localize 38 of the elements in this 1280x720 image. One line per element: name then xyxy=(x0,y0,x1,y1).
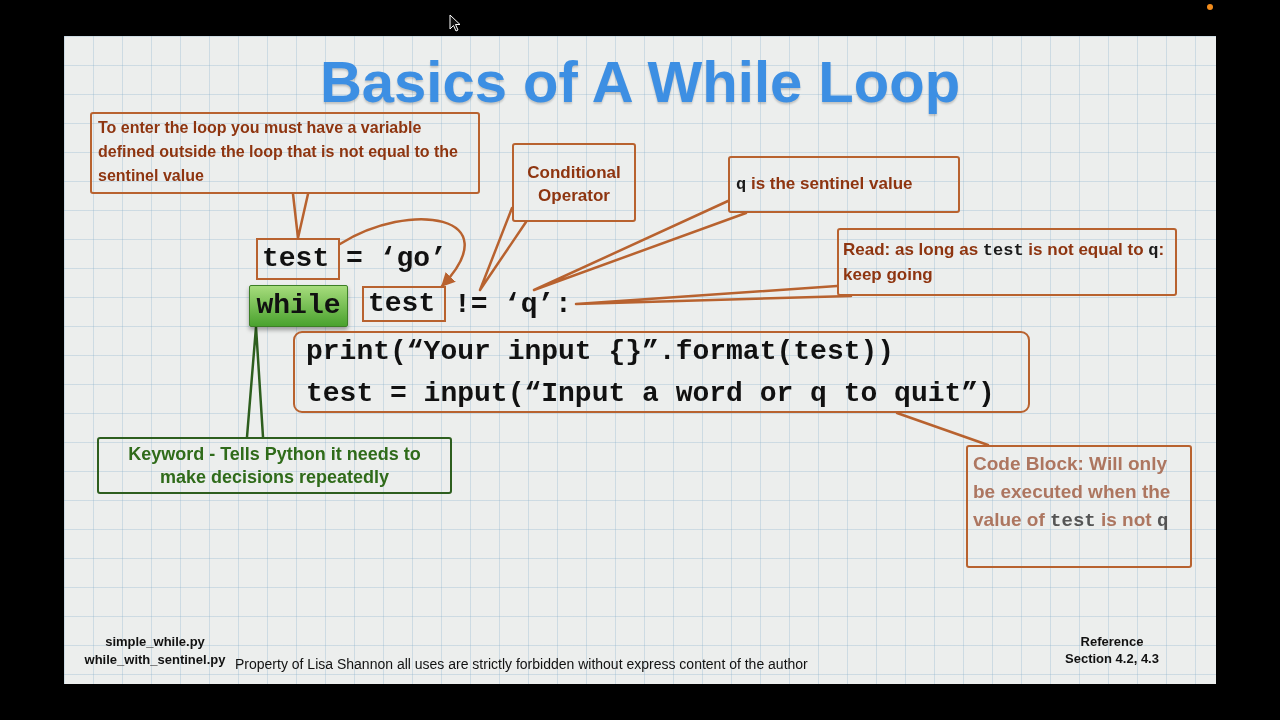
callout-box xyxy=(728,156,960,213)
callout-box xyxy=(512,143,636,222)
callout-text: To enter the loop you must have a variable defined outside the loop that is not equal to the sentinel value xyxy=(98,118,459,186)
variable-highlight-box xyxy=(362,286,446,322)
reference-note: Reference xyxy=(1080,634,1144,650)
curved-arrow xyxy=(338,218,466,288)
callout-text: Read: as long as test is not equal to q: keep going xyxy=(843,239,1166,286)
callout-pointer xyxy=(532,199,748,292)
leader-line xyxy=(895,411,990,447)
callout-text: q is the sentinel value xyxy=(736,173,914,196)
file-name: simple_while.py xyxy=(105,634,205,650)
code-line: print(“Your input {}”.format(test)) xyxy=(306,337,895,367)
callout-pointer xyxy=(245,325,265,439)
code-string: ‘q’ xyxy=(504,290,555,320)
callout-pointer xyxy=(478,206,528,292)
callout-box xyxy=(90,112,480,194)
slide-title: Basics of A While Loop xyxy=(319,48,961,116)
keyword-highlight xyxy=(249,285,348,327)
code-keyword: while xyxy=(256,291,341,321)
reference-note: Section 4.2, 4.3 xyxy=(1065,651,1159,667)
file-name: while_with_sentinel.py xyxy=(84,652,226,668)
code-block-box xyxy=(293,331,1030,413)
code-text: = ‘go’ xyxy=(346,243,447,275)
code-line: test = input(“Input a word or q to quit”) xyxy=(306,379,995,409)
code-variable: test xyxy=(368,289,436,319)
copyright-note: Property of Lisa Shannon all uses are strictly forbidden without express content of the author xyxy=(235,656,808,673)
callout-text: Conditional Operator xyxy=(526,162,622,207)
code-operator: != xyxy=(454,290,488,320)
variable-highlight-box xyxy=(256,238,340,280)
callout-box xyxy=(837,228,1177,296)
callout-text: Code Block: Will only be executed when the value of test is not q xyxy=(973,452,1172,534)
code-text: : xyxy=(555,290,572,320)
code-variable: test xyxy=(262,244,330,274)
callout-pointer xyxy=(291,192,310,240)
callout-pointer xyxy=(574,284,853,306)
callout-box xyxy=(966,445,1192,568)
callout-box xyxy=(97,437,452,494)
callout-text: Keyword - Tells Python it needs to make decisions repeatedly xyxy=(127,443,422,489)
